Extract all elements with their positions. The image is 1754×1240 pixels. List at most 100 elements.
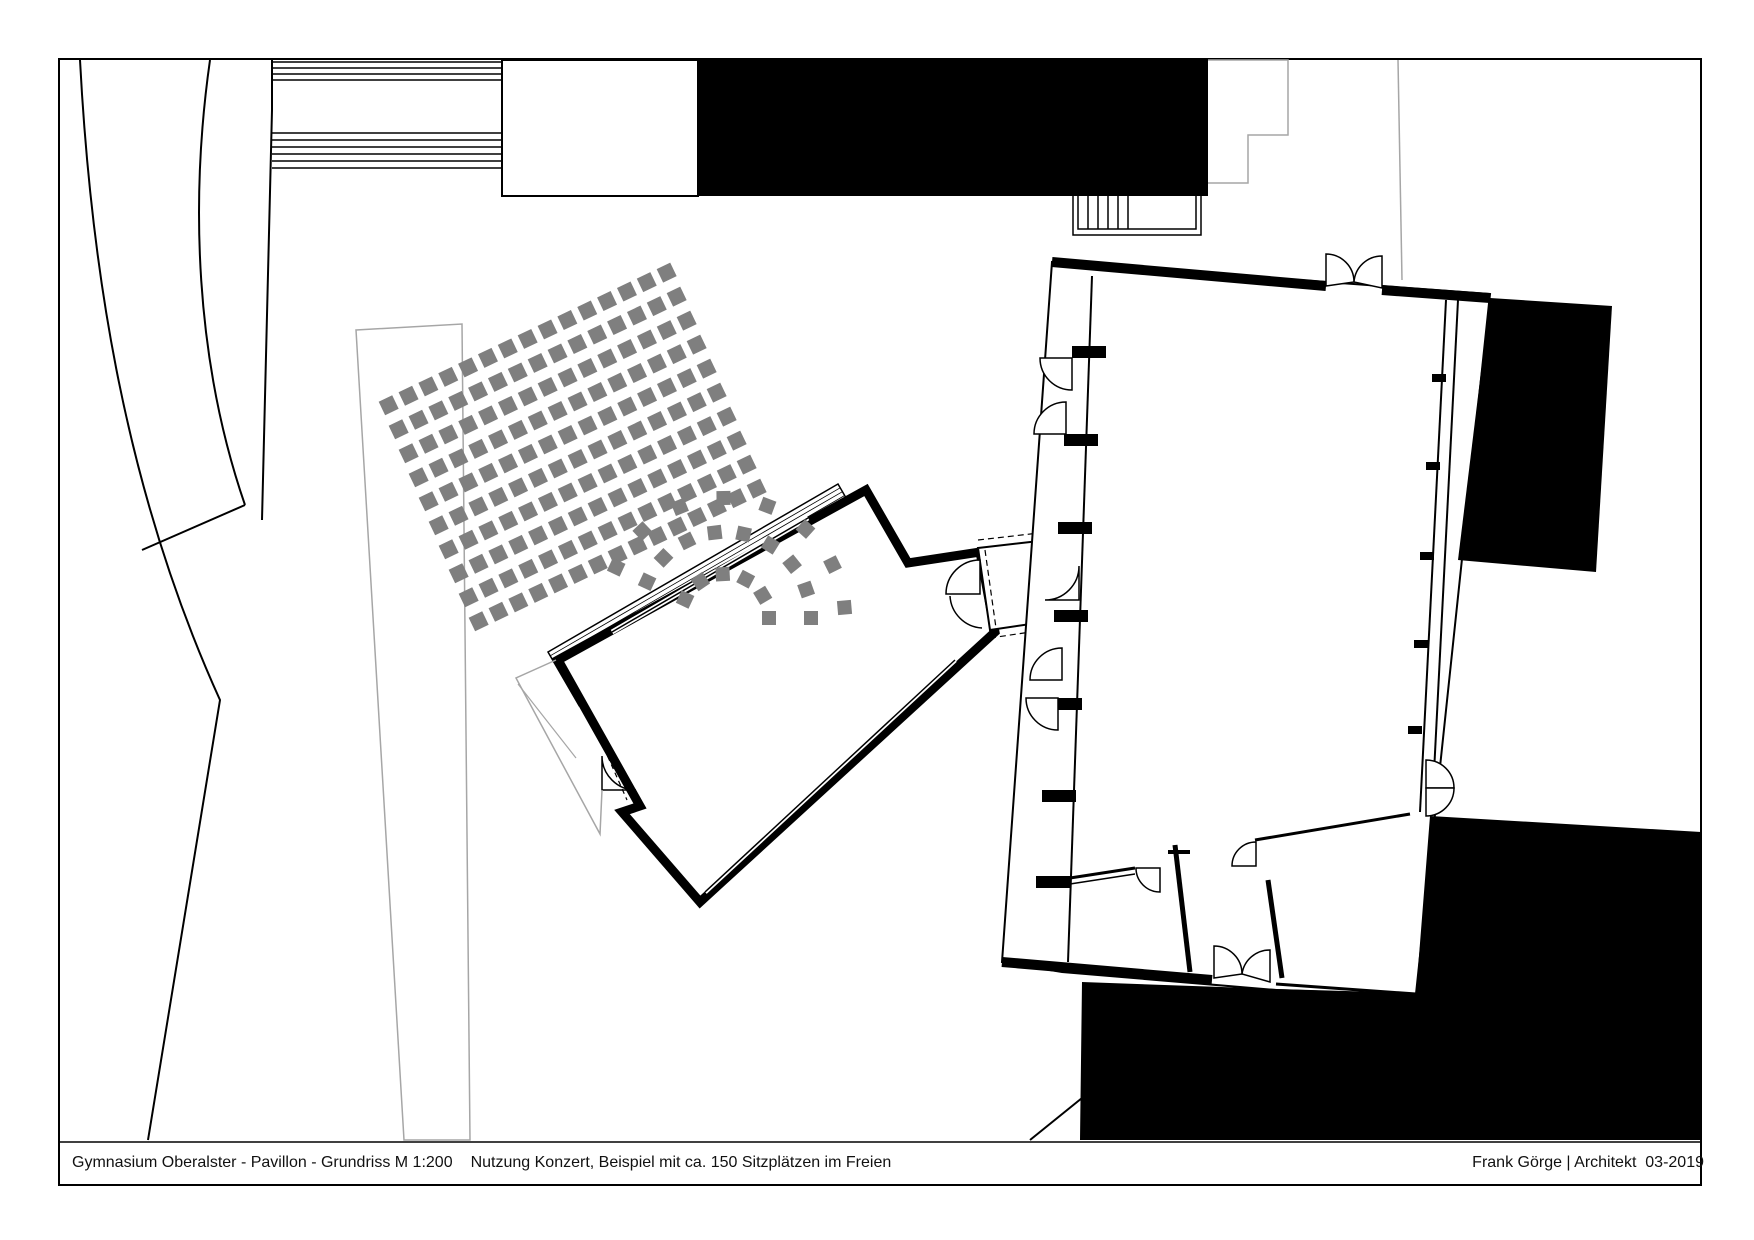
outdoor-seat [567,334,588,355]
pavilion-outline [551,483,1000,909]
outdoor-seat [458,414,479,435]
outdoor-seat [398,385,419,406]
outdoor-seat [458,357,479,378]
outdoor-seat [626,305,647,326]
outdoor-seat [597,406,618,427]
outdoor-seat [388,419,409,440]
outdoor-seat [487,371,508,392]
outdoor-seat [547,458,568,479]
pavilion-seat [690,571,711,592]
outdoor-seat [676,368,697,389]
outdoor-seat [378,395,399,416]
outdoor-seat [418,491,439,512]
outdoor-seat [587,496,608,517]
outdoor-seat [468,438,489,459]
pavilion-seating-arc [606,490,853,625]
outdoor-seat [676,310,697,331]
outdoor-seat [528,582,549,603]
outdoor-seat [557,482,578,503]
outdoor-seat [696,473,717,494]
outdoor-seat [498,510,519,531]
existing-building-south-diag [1029,1097,1083,1141]
outdoor-seat [547,515,568,536]
pavilion-seat [670,497,689,517]
outdoor-seat [557,310,578,331]
outdoor-seating-block [378,262,767,632]
project-name: Gymnasium Oberalster - Pavillon [72,1154,307,1171]
outdoor-seat [497,395,518,416]
outdoor-seat [438,366,459,387]
outdoor-seat [458,587,479,608]
pavilion-seat [715,566,731,582]
outdoor-seat [537,491,558,512]
outdoor-seat [418,433,439,454]
pavilion-seat [706,524,723,541]
outdoor-seat [477,347,498,368]
outdoor-seat [508,534,529,555]
title-block-left: Gymnasium Oberalster - Pavillon - Grundr… [72,1153,891,1173]
outdoor-seat [428,400,449,421]
outdoor-seat [428,457,449,478]
drawing-date: 03-2019 [1645,1154,1704,1171]
outdoor-seat [448,505,469,526]
outdoor-seat [468,553,489,574]
architect-name: Frank Görge | Architekt [1472,1154,1637,1171]
pavilion-seat [836,599,853,616]
outdoor-seat [617,511,638,532]
outdoor-seat [687,507,708,528]
outdoor-seat [438,424,459,445]
outdoor-seat [577,358,598,379]
outdoor-seat [468,611,489,632]
outdoor-seat [567,563,588,584]
outdoor-seat [557,424,578,445]
outdoor-seat [667,516,688,537]
outdoor-seat [597,520,618,541]
outdoor-seat [656,377,677,398]
ramp-edge [261,60,273,521]
outdoor-seat [557,367,578,388]
outdoor-seat [666,286,687,307]
outdoor-seat [617,396,638,417]
pavilion-seat [632,521,653,541]
outdoor-seat [478,405,499,426]
outdoor-seat [448,448,469,469]
outdoor-seat [726,430,747,451]
pavilion-seat [606,557,626,577]
entrance-stair [1072,192,1202,236]
outdoor-seat [478,462,499,483]
pavilion-seat [653,548,674,568]
outdoor-seat [547,400,568,421]
outdoor-seat [468,496,489,517]
outdoor-seat [537,319,558,340]
property-line-top [1208,59,1289,184]
outdoor-seat [567,448,588,469]
outdoor-seat [696,416,717,437]
existing-building-top-outline [501,59,699,197]
outdoor-seat [616,281,637,302]
pavilion-seat [804,611,818,625]
outdoor-seat [577,415,598,436]
outdoor-seat [517,386,538,407]
outdoor-seat [567,506,588,527]
outdoor-seat [507,419,528,440]
pavilion-canopy-west [514,659,603,837]
pavilion-door-west-dash [603,747,628,801]
pavilion-canopy-west-diag [517,683,577,759]
outdoor-seat [656,262,677,283]
pavilion-seat [716,490,731,506]
outdoor-seat [557,539,578,560]
curved-path-inner [198,59,246,506]
drawing-frame [58,58,1702,1186]
pavilion-glazing-lines [611,517,956,893]
pavilion-seat [677,531,697,551]
outdoor-seat [666,344,687,365]
pavilion-seat [753,585,773,605]
pavilion-door-west [601,755,637,791]
outdoor-seat [527,410,548,431]
outdoor-seat [647,468,668,489]
outdoor-seat [597,348,618,369]
outdoor-seat [537,434,558,455]
outdoor-seat [607,315,628,336]
outdoor-seat [567,391,588,412]
